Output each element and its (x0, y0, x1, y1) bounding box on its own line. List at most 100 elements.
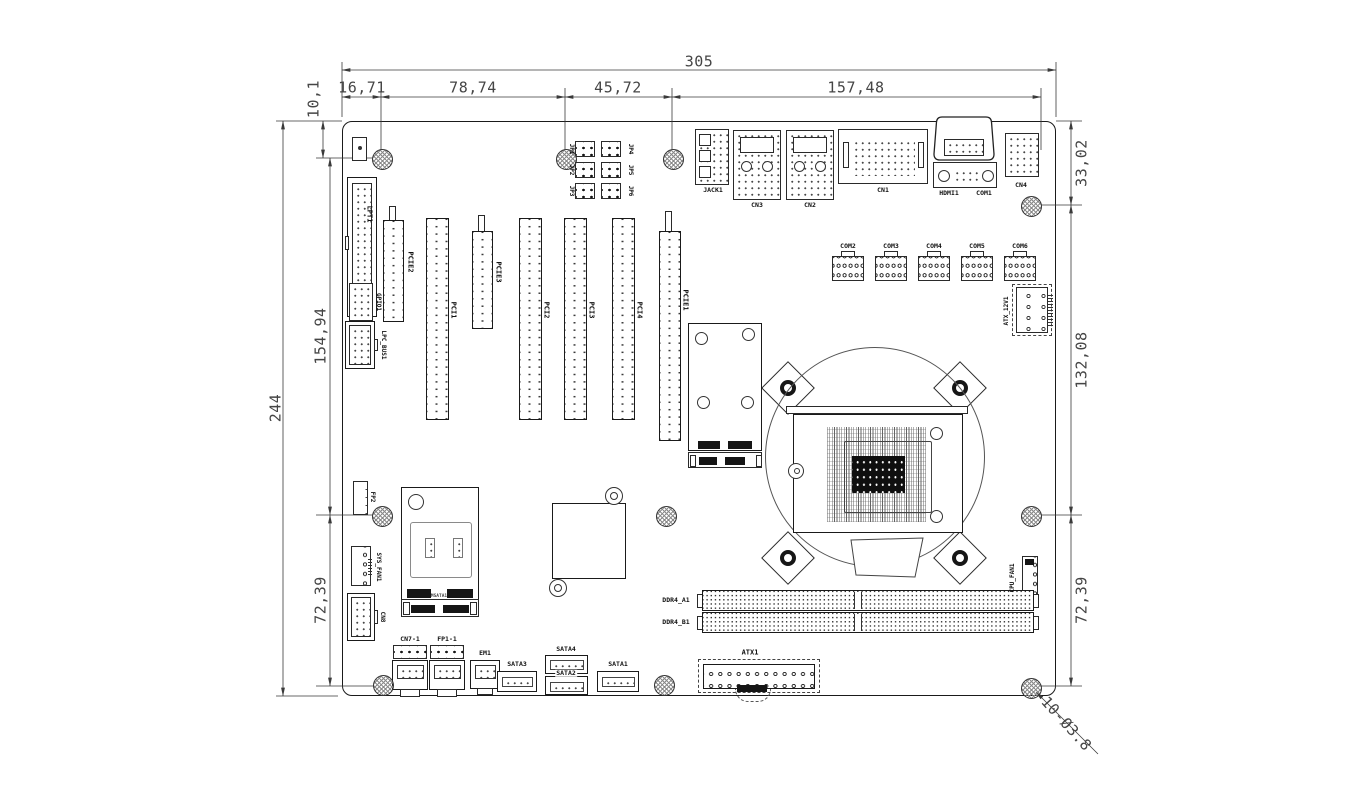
atx1-latch-arc (735, 689, 771, 702)
dim-left-bottom: 72,39 (311, 576, 330, 624)
lpc-bus1-label: LPC_BUS1 (380, 330, 387, 360)
cooler-mount-bolt (780, 550, 796, 566)
dim-left-mid: 154,94 (311, 307, 330, 365)
sata1-label: SATA1 (608, 659, 628, 668)
mounting-hole (1020, 505, 1042, 527)
cooler-mount-bolt (952, 550, 968, 566)
sata3-label: SATA3 (507, 659, 527, 668)
fp1-1-tab (437, 689, 457, 697)
gpio1-label: GPIO1 (375, 292, 382, 312)
ddr4-a1-slot (702, 590, 1034, 611)
jp1-label: JP1 (568, 143, 575, 155)
jp6-label: JP6 (627, 185, 634, 197)
jp3-label: JP3 (568, 185, 575, 197)
pci2-label: PCI2 (542, 301, 551, 319)
cpu-fan1-label: CPU_FAN1 (1009, 563, 1016, 593)
pci1-label: PCI1 (449, 301, 458, 319)
small-part (352, 137, 367, 161)
gpio1-header (349, 283, 373, 321)
slot-pcie3 (472, 231, 493, 329)
ddr4-b1-label: DDR4_B1 (662, 617, 690, 626)
fp1-1-pin-header (430, 645, 464, 659)
pcie3-tab (478, 215, 485, 232)
pci3-label: PCI3 (587, 301, 596, 319)
sata3-connector (497, 671, 537, 692)
mounting-hole (662, 148, 684, 170)
dim-right-top: 33,02 (1072, 139, 1091, 187)
socket-bracket-bar (786, 406, 968, 414)
ddr4-a1-label: DDR4_A1 (662, 595, 690, 604)
pcie1-label: PCIE1 (681, 289, 690, 311)
cn8-header (347, 593, 378, 641)
dim-hole-note: 10-Ø3.8 (1037, 692, 1096, 755)
com5-label: COM5 (969, 241, 985, 250)
cn8-label: CN8 (379, 611, 386, 623)
slot-pci1 (426, 218, 449, 420)
jumper-jp3 (575, 183, 595, 199)
audio-jack-port (695, 129, 729, 185)
com2-header (832, 256, 864, 281)
com1-db9-port (933, 162, 997, 188)
atx12v1-label: ATX_12V1 (1003, 296, 1010, 326)
lan-usb-port-cn3 (733, 130, 781, 200)
hdmi-port (944, 139, 984, 156)
slot-pcie2 (383, 220, 404, 322)
com3-label: COM3 (883, 241, 899, 250)
cn4-label: CN4 (1015, 180, 1027, 189)
jp4-label: JP4 (627, 143, 634, 155)
cn1-label: CN1 (877, 185, 889, 194)
com1-label: COM1 (976, 188, 992, 197)
fp1-1-usb (429, 660, 465, 690)
hdmi1-label: HDMI1 (939, 188, 959, 197)
com3-header (875, 256, 907, 281)
cn7-1-label: CN7-1 (400, 634, 420, 643)
jp2-label: JP2 (568, 164, 575, 176)
atx12v-connector (1016, 287, 1048, 333)
usb-stack-cn1 (838, 129, 928, 184)
heatsink-hole-inner (554, 584, 562, 592)
sata1-connector (597, 671, 639, 692)
lan-usb-port-cn2 (786, 130, 834, 200)
atx12v-ridge (1048, 294, 1053, 326)
jumper-jp4 (601, 141, 621, 157)
mounting-hole (1020, 677, 1042, 699)
msata-module (401, 487, 479, 607)
jumper-jp6 (601, 183, 621, 199)
fp2-header (353, 481, 368, 515)
cn7-1-usb (392, 660, 428, 690)
sata2-connector (545, 676, 588, 695)
em1-label: EM1 (479, 648, 491, 657)
cn7-1-tab (400, 689, 420, 697)
dim-total-width: 305 (684, 52, 714, 71)
dim-seg-78: 78,74 (449, 78, 497, 97)
lpt1-label: LPT1 (365, 205, 374, 223)
pcie2-label: PCIE2 (406, 251, 415, 273)
slot-pci2 (519, 218, 542, 420)
em1-connector (470, 660, 500, 689)
msata1-label: MSATA1 (430, 593, 448, 599)
mounting-hole (653, 674, 675, 696)
mounting-hole (655, 505, 677, 527)
mini-pcie-module (688, 323, 762, 451)
cpu-fan1-header (1022, 556, 1038, 600)
lpc-bus1-header (345, 321, 378, 369)
heatsink-hole-inner (610, 492, 618, 500)
slot-pcie1 (659, 231, 681, 441)
em1-tab (477, 688, 493, 695)
dim-top-offset: 10,1 (304, 79, 323, 119)
usb-port-cn4 (1005, 133, 1039, 177)
pcie2-tab (389, 206, 396, 221)
atx1-connector (703, 664, 815, 689)
com2-label: COM2 (840, 241, 856, 250)
pcie3-label: PCIE3 (494, 261, 503, 283)
pci4-label: PCI4 (635, 301, 644, 319)
sata2-label: SATA2 (555, 668, 577, 677)
pcie1-tab (665, 211, 672, 232)
com4-label: COM4 (926, 241, 942, 250)
sata4-label: SATA4 (556, 644, 576, 653)
sys-fan1-label: SYS_FAN1 (375, 552, 382, 582)
fp2-label: FP2 (369, 491, 376, 503)
cpu-socket (788, 414, 963, 533)
sys-fan1-header (351, 546, 372, 586)
